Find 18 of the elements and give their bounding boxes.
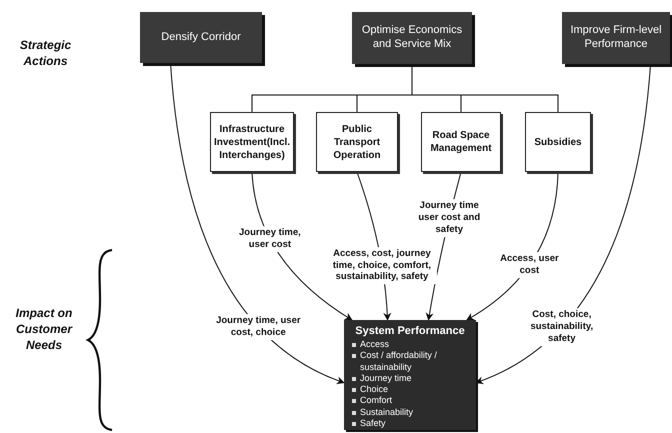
measure-box: Infrastructure Investment(Incl. Interchanges): [210, 112, 294, 172]
bullet-item: Sustainability: [352, 406, 468, 418]
bullet-item: Access: [352, 339, 468, 350]
measure-box: Public Transport Operation: [316, 112, 398, 172]
bullet-item: Comfort: [352, 395, 468, 406]
bullet-item: Safety: [352, 418, 468, 429]
panel-heading: System Performance: [354, 325, 466, 337]
measure-box: Subsidies: [525, 112, 591, 172]
bullet-item: Choice: [352, 384, 468, 396]
bullet-item: Journey time: [352, 372, 468, 384]
bullet-item: Cost / affordability / sustainability: [352, 350, 468, 373]
row-label: Strategic Actions: [18, 37, 72, 70]
action-box: Densify Corridor: [140, 12, 262, 63]
row-label: Impact on Customer Needs: [14, 305, 74, 354]
performance-panel: [344, 320, 476, 430]
action-box: Improve Firm-level Performance: [562, 12, 670, 64]
measure-box: Road Space Management: [421, 112, 501, 172]
action-box: Optimise Economics and Service Mix: [352, 12, 472, 64]
